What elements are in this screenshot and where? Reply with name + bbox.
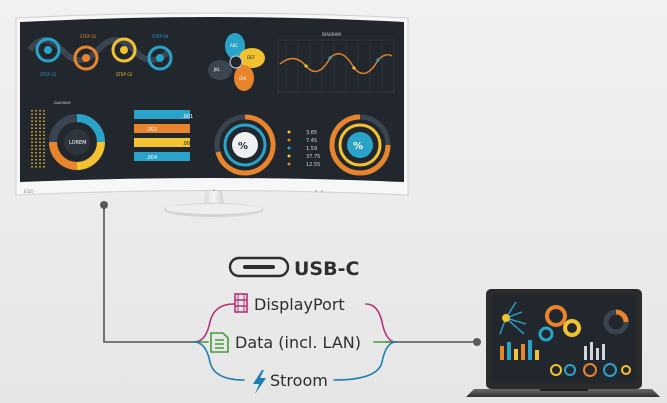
data-label-group: Data (incl. LAN)	[210, 332, 361, 353]
line-diagram: DIAGRAM	[277, 32, 395, 93]
laptop-base	[466, 389, 660, 397]
screen-infographics: STEP 02 STEP 04 STEP 01 STEP 03 ABC DEF …	[27, 32, 395, 176]
data-label: Data (incl. LAN)	[235, 333, 361, 352]
monitor: EIZO STEP 02 STEP 04 STEP 01 STEP 03	[15, 12, 409, 217]
petal-label: ABC	[230, 43, 238, 48]
monitor-cable-connector	[100, 201, 108, 209]
stat-value: 1.59	[306, 146, 317, 152]
step-chain-graphic: STEP 02 STEP 04 STEP 01 STEP 03	[27, 34, 173, 77]
laptop-screen	[492, 295, 636, 383]
displayport-label-group: DisplayPort	[234, 293, 345, 314]
ribbon-label: .003	[182, 141, 193, 147]
stat-value: 12.55	[306, 162, 320, 168]
percent-donut-left: %	[214, 114, 276, 176]
petal-diagram: ABC DEF GHI JKL	[208, 33, 265, 91]
power-label: Stroom	[270, 371, 328, 390]
monitor-stand-neck	[204, 187, 224, 208]
ribbon-label: .001	[182, 114, 193, 120]
stat-value: 3.85	[306, 130, 317, 136]
step-label: STEP 03	[116, 72, 133, 77]
step-label: STEP 01	[40, 72, 57, 77]
displayport-label: DisplayPort	[254, 295, 345, 314]
lightning-bolt-icon	[253, 370, 266, 394]
displayport-line	[193, 303, 235, 343]
step-label: STEP 02	[80, 34, 97, 39]
diagram-title: DIAGRAM	[322, 32, 341, 37]
monitor-cable	[103, 204, 195, 343]
laptop-cable-connector	[473, 338, 481, 346]
petal-label: DEF	[247, 55, 256, 60]
petal-label: GHI	[239, 76, 246, 81]
film-strip-icon	[234, 293, 248, 313]
monitor-screen	[20, 17, 404, 182]
ribbon-label: .004	[146, 155, 157, 161]
document-icon	[210, 332, 229, 353]
petal-label: JKL	[213, 67, 221, 72]
percent-donut-right: %	[329, 114, 391, 176]
ring-center-label: LOREM	[69, 140, 87, 146]
power-label-group: Stroom	[253, 370, 328, 394]
diagram-title: DIAGRAM	[54, 101, 70, 105]
stat-value: 37.75	[306, 154, 320, 160]
laptop-screen-infographics	[499, 301, 631, 377]
power-line	[193, 341, 245, 381]
step-label: STEP 04	[152, 34, 169, 39]
percent-symbol: %	[353, 141, 363, 152]
ribbon-label: .002	[146, 127, 157, 133]
usb-c-label: USB-C	[294, 258, 359, 280]
usb-c-label-group: USB-C	[228, 256, 359, 280]
laptop	[466, 289, 660, 397]
cable-lines	[100, 201, 481, 381]
monitor-brand-logo: EIZO	[24, 189, 34, 194]
ring-diagram: DIAGRAM LOREM	[31, 101, 105, 170]
ribbon-list: .001 .002 .003 .004	[134, 110, 193, 161]
stats-list: 3.85 7.45 1.59 37.75 12.55	[287, 130, 320, 168]
stat-value: 7.45	[306, 138, 317, 144]
usb-c-port-icon	[228, 256, 290, 278]
percent-symbol: %	[238, 141, 248, 152]
